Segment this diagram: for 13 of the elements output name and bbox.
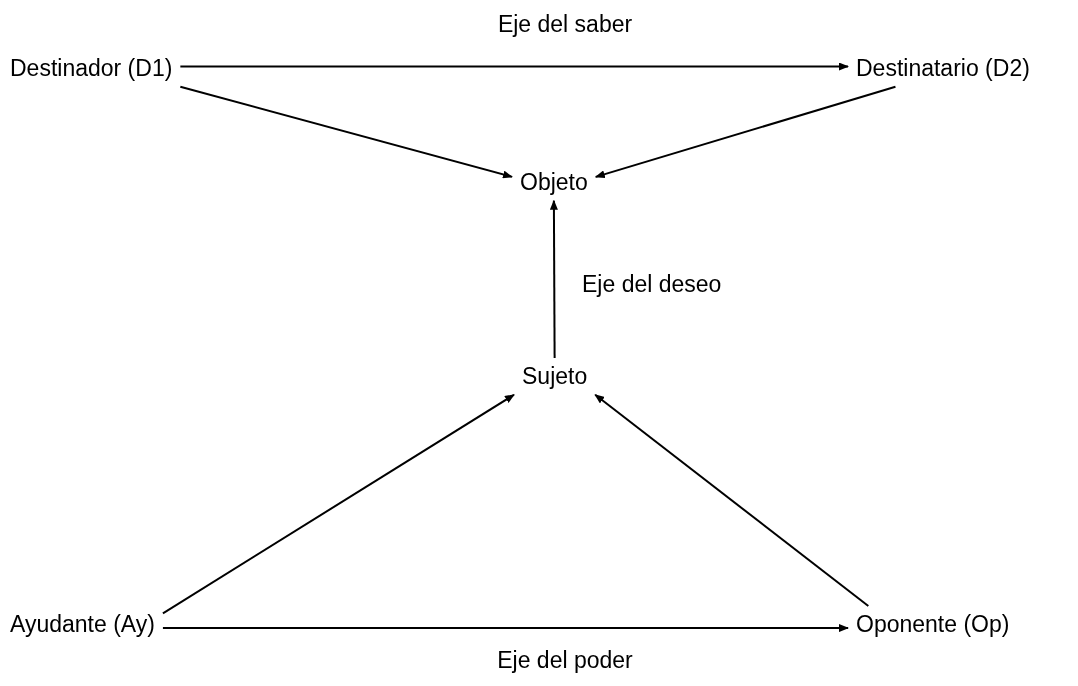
node-label: Oponente (Op) (848, 606, 1018, 643)
arrow (179, 85, 513, 179)
node-label: Objeto (512, 164, 596, 201)
arrow (594, 85, 897, 179)
node-label: Destinatario (D2) (848, 50, 1038, 87)
node-label: Ayudante (Ay) (2, 606, 163, 643)
arrow (549, 199, 558, 359)
arrow (161, 393, 515, 615)
node-label: Sujeto (514, 358, 596, 395)
arrow (179, 62, 849, 71)
node-label: Destinador (D1) (2, 50, 181, 87)
arrow (594, 393, 870, 607)
arrow (161, 624, 849, 633)
